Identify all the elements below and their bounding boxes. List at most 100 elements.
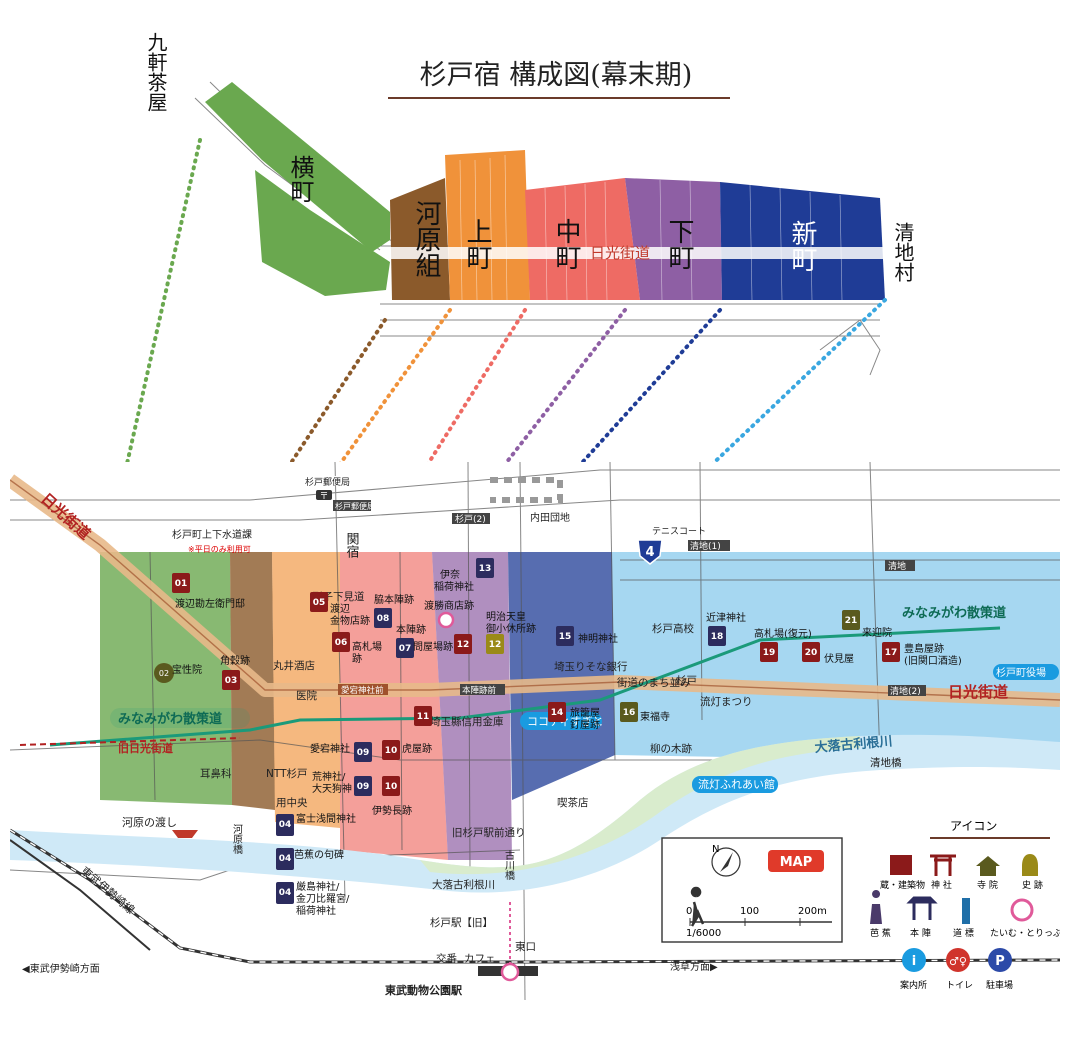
poi-label: 明治天皇 [486, 610, 526, 623]
poi-watari-shop[interactable]: 渡勝商店跡 [424, 599, 474, 629]
clock-icon [500, 962, 520, 982]
poi-label: 神明神社 [578, 632, 618, 645]
svg-text:トイレ: トイレ [946, 981, 973, 991]
monument-icon [1022, 854, 1038, 876]
poi-08[interactable]: 08 脇本陣跡 [374, 593, 414, 628]
svg-text:07: 07 [399, 644, 412, 654]
district-label-kawaragumi: 河原組 [411, 200, 441, 278]
label-waterworks: 杉戸町上下水道課 [172, 528, 252, 541]
poi-label: 伊勢長跡 [372, 804, 412, 817]
svg-text:13: 13 [479, 564, 492, 574]
label-sekishuku: 関宿 [344, 532, 360, 558]
label-ryuto-park: 流灯ふれあい館 [698, 777, 775, 791]
clock-legend-icon [1010, 898, 1034, 922]
poi-09-b[interactable]: 09 荒神社/ 大天狗神 [312, 770, 372, 796]
label-waterworks-note: ※平日のみ利用可 [188, 544, 251, 554]
poi-label: 脇本陣跡 [374, 593, 414, 606]
poi-label: 荒神社/ [312, 770, 346, 783]
poi-label: 釘屋跡 [570, 718, 600, 731]
district-shinmachi [720, 182, 885, 300]
label-kawara-watashi: 河原の渡し [122, 815, 177, 829]
svg-text:12: 12 [489, 640, 502, 650]
poi-label: 本陣跡 [396, 623, 426, 636]
poi-label: 旅籠屋 [570, 706, 600, 719]
svg-text:i: i [912, 954, 916, 969]
poi-label: 渡勝商店跡 [424, 599, 474, 612]
poi-label: 稲荷神社 [434, 580, 474, 593]
label-dir-left: ◀東武伊勢崎方面 [22, 962, 100, 975]
poi-17[interactable]: 17 豊島屋跡 (旧関口酒造) [882, 642, 962, 667]
poi-04-c[interactable]: 04 厳島神社/ 金刀比羅宮/ 稲荷神社 [276, 880, 350, 917]
poi-label: 大天狗神 [312, 782, 352, 795]
label-station: 東武動物公園駅 [385, 983, 462, 997]
label-atago-kado: 愛宕神社前 [341, 685, 384, 696]
poi-label: 豊島屋跡 [904, 642, 944, 655]
poi-02[interactable]: 02 宝性院 [154, 663, 202, 683]
poi-12-b[interactable]: 12 明治天皇 御小休所跡 [486, 610, 536, 654]
poi-label: 稲荷神社 [296, 904, 336, 917]
zone-shimomachi [432, 552, 512, 860]
district-kamimachi [445, 150, 530, 300]
poi-03[interactable]: 03 角穀跡 [220, 654, 250, 690]
label-marui: 丸井酒店 [273, 659, 315, 672]
poi-01[interactable]: 01 渡辺勘左衛門邸 [172, 573, 245, 610]
svg-text:20: 20 [805, 648, 818, 658]
poi-04-a[interactable]: 04 富士浅間神社 [276, 812, 356, 836]
legend-title: アイコン [950, 819, 997, 833]
poi-label: 伏見屋 [824, 652, 854, 665]
poi-16[interactable]: 16 東福寺 [620, 702, 670, 723]
label-yochu: 用中央 [276, 796, 308, 809]
signpost-icon [962, 898, 970, 924]
poi-21[interactable]: 21 来迎院 [842, 610, 892, 639]
poi-05[interactable]: 05 渡辺 金物店跡 [310, 592, 370, 627]
label-kissa: 喫茶店 [557, 796, 589, 809]
top-map-title: 杉戸宿 構成図(幕末期) [420, 60, 693, 91]
poi-09-a[interactable]: 09 愛宕神社 [310, 742, 372, 762]
svg-text:P: P [995, 954, 1005, 969]
torii-icon [930, 854, 956, 876]
label-dir-right: 浅草方面▶ [670, 960, 718, 973]
svg-text:1/6000: 1/6000 [686, 928, 721, 939]
poi-label: 近津神社 [706, 611, 746, 624]
poi-14[interactable]: 14 旅籠屋 釘屋跡 [548, 702, 600, 731]
poi-label: 虎屋跡 [402, 742, 432, 755]
poi-10-b[interactable]: 10 伊勢長跡 [372, 776, 412, 817]
svg-text:09: 09 [357, 748, 370, 758]
svg-text:寺 院: 寺 院 [977, 879, 998, 891]
label-koban: 交番 [436, 952, 457, 965]
label-kiyoji-bridge: 清地橋 [870, 756, 902, 769]
poi-12-a[interactable]: 12 問屋場跡 [413, 634, 472, 654]
svg-text:史 跡: 史 跡 [1022, 879, 1043, 891]
poi-11[interactable]: 11 [414, 706, 432, 726]
poi-15[interactable]: 15 神明神社 [556, 626, 618, 646]
svg-text:04: 04 [279, 888, 292, 898]
svg-text:03: 03 [225, 676, 238, 686]
poi-10-a[interactable]: 10 虎屋跡 [382, 740, 432, 760]
label-ntt: NTT杉戸 [266, 767, 308, 780]
poi-18[interactable]: 18 近津神社 [706, 611, 746, 646]
tobu-railway [10, 828, 1060, 964]
svg-text:04: 04 [279, 854, 292, 864]
label-post-office: 杉戸郵便局 [305, 476, 350, 488]
svg-text:05: 05 [313, 598, 326, 608]
svg-text:15: 15 [559, 632, 572, 642]
svg-text:200m: 200m [798, 906, 827, 917]
label-higashiguchi: 東口 [515, 940, 536, 953]
poi-04-b[interactable]: 04 芭蕉の句碑 [276, 848, 344, 870]
district-label-shinmachi: 新町 [787, 220, 817, 272]
svg-text:14: 14 [551, 708, 564, 718]
label-station-old: 杉戸駅【旧】 [430, 916, 493, 929]
poi-label: 愛宕神社 [310, 742, 350, 755]
poi-07[interactable]: 07 本陣跡 [396, 623, 426, 658]
poi-19[interactable]: 19 高札場(復元) [754, 627, 812, 662]
svg-text:たいむ・とりっぷ: たいむ・とりっぷ [990, 928, 1062, 939]
poi-06[interactable]: 06 高札場 跡 [332, 632, 382, 665]
label-tobu-front: 旧杉戸駅前通り [452, 826, 526, 839]
poi-13[interactable]: 13 伊奈 稲荷神社 [434, 558, 494, 593]
poi-label: 渡辺 [330, 602, 350, 615]
svg-text:本 陣: 本 陣 [910, 927, 931, 939]
svg-text:10: 10 [385, 782, 398, 792]
honjin-icon [906, 896, 938, 920]
route-4-badge: 4 [637, 539, 663, 565]
poi-20[interactable]: 20 伏見屋 [802, 642, 854, 665]
